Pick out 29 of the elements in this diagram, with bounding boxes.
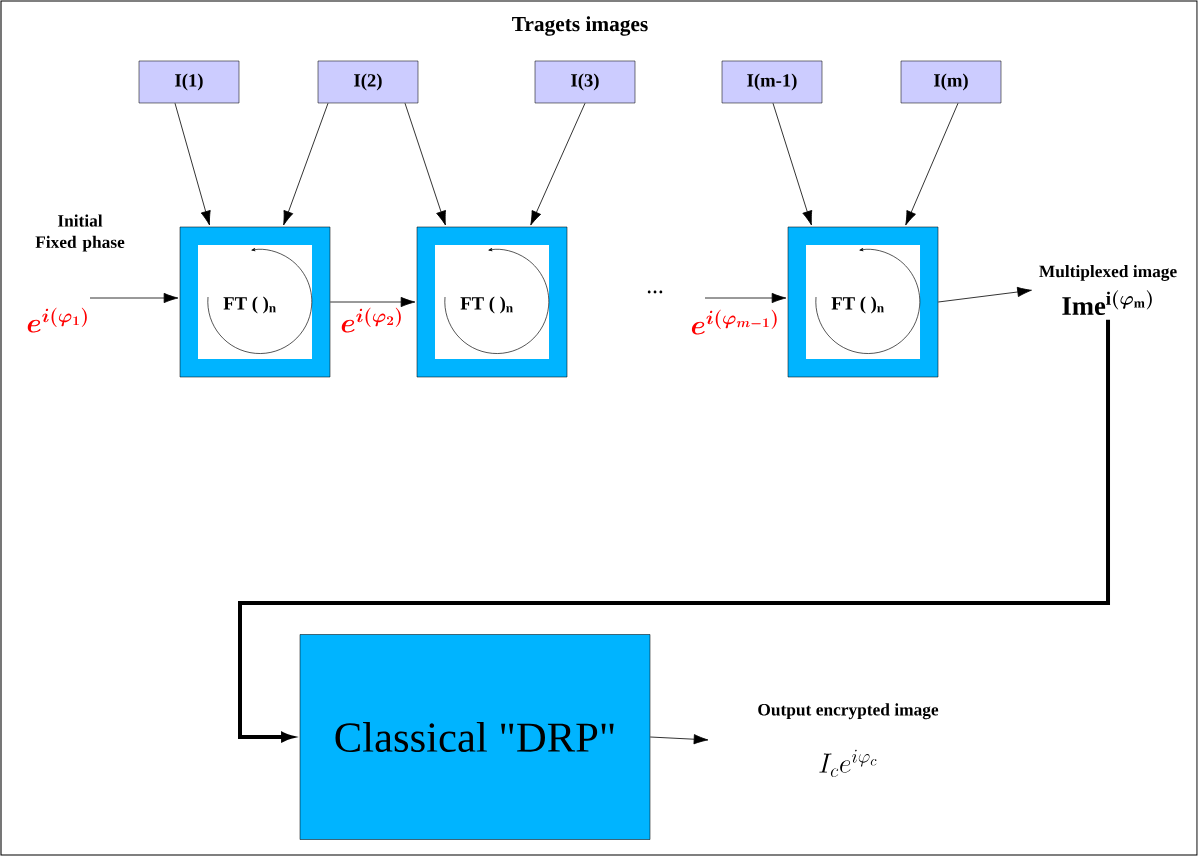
arrow [530,102,586,226]
process-box: Classical "DRP" [299,634,651,840]
transform-box: FT ( )$_{n}$ [416,226,568,378]
arrow [905,102,959,226]
phase-formula: $e^{i(\varphi_{m-1})}$ [691,309,777,335]
output-label: Multiplexed image $\mathrm{Ime}^{\mathrm{i}(\varphi_{\mathrm{m}})}$ [1039,265,1177,315]
arrow [404,102,446,226]
arrow [89,292,179,304]
image-box: I(2) [317,60,419,104]
image-box: I(m-1) [721,60,823,104]
arrow [772,102,813,226]
arrow [329,296,416,308]
arrow [649,734,709,745]
transform-box: FT ( )$_{n}$ [179,226,331,378]
image-box: I(3) [534,60,636,104]
label: … [647,290,663,294]
arrow [937,286,1032,303]
image-box: I(1) [138,60,240,104]
phase-formula: $e^{i(\varphi_{2})}$ [341,307,401,333]
title: Tragets images [512,16,648,36]
arrow [704,292,787,304]
phase-formula: $e^{i(\varphi_{1})}$ [27,307,87,333]
output-label: Output encrypted image $I_{c}e^{i\varphi_{c}}$ [758,703,939,777]
arrow [283,102,329,226]
label: Initial Fixed phase [35,214,125,252]
image-box: I(m) [900,60,1002,104]
connector [238,319,1110,742]
arrow [174,102,211,226]
transform-box: FT ( )$_{n}$ [787,226,939,378]
